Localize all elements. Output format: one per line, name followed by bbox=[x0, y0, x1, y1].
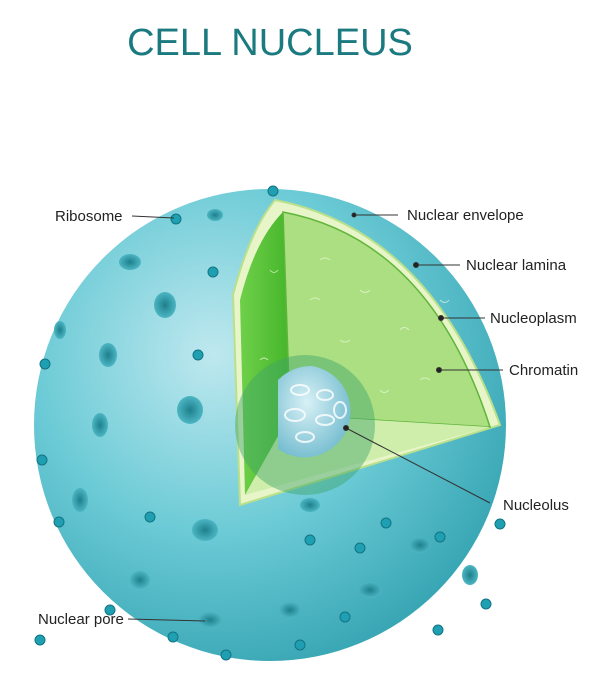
cutaway-left-face bbox=[240, 212, 290, 495]
label-chromatin: Chromatin bbox=[509, 362, 578, 379]
nucleolus-texture bbox=[284, 384, 347, 443]
nuclear-pores bbox=[54, 209, 478, 628]
cutaway-right-face bbox=[282, 211, 492, 428]
chromatin-texture bbox=[259, 257, 450, 393]
diagram-title: CELL NUCLEUS bbox=[127, 22, 413, 64]
leader-lines bbox=[127, 212, 503, 622]
label-nuclear-pore: Nuclear pore bbox=[38, 611, 124, 628]
label-nuclear-envelope: Nuclear envelope bbox=[407, 207, 524, 224]
ribosomes bbox=[34, 185, 506, 661]
label-ribosome: Ribosome bbox=[55, 208, 123, 225]
label-nuclear-lamina: Nuclear lamina bbox=[466, 257, 567, 274]
label-nucleolus: Nucleolus bbox=[503, 497, 569, 514]
label-nucleoplasm: Nucleoplasm bbox=[490, 310, 577, 327]
